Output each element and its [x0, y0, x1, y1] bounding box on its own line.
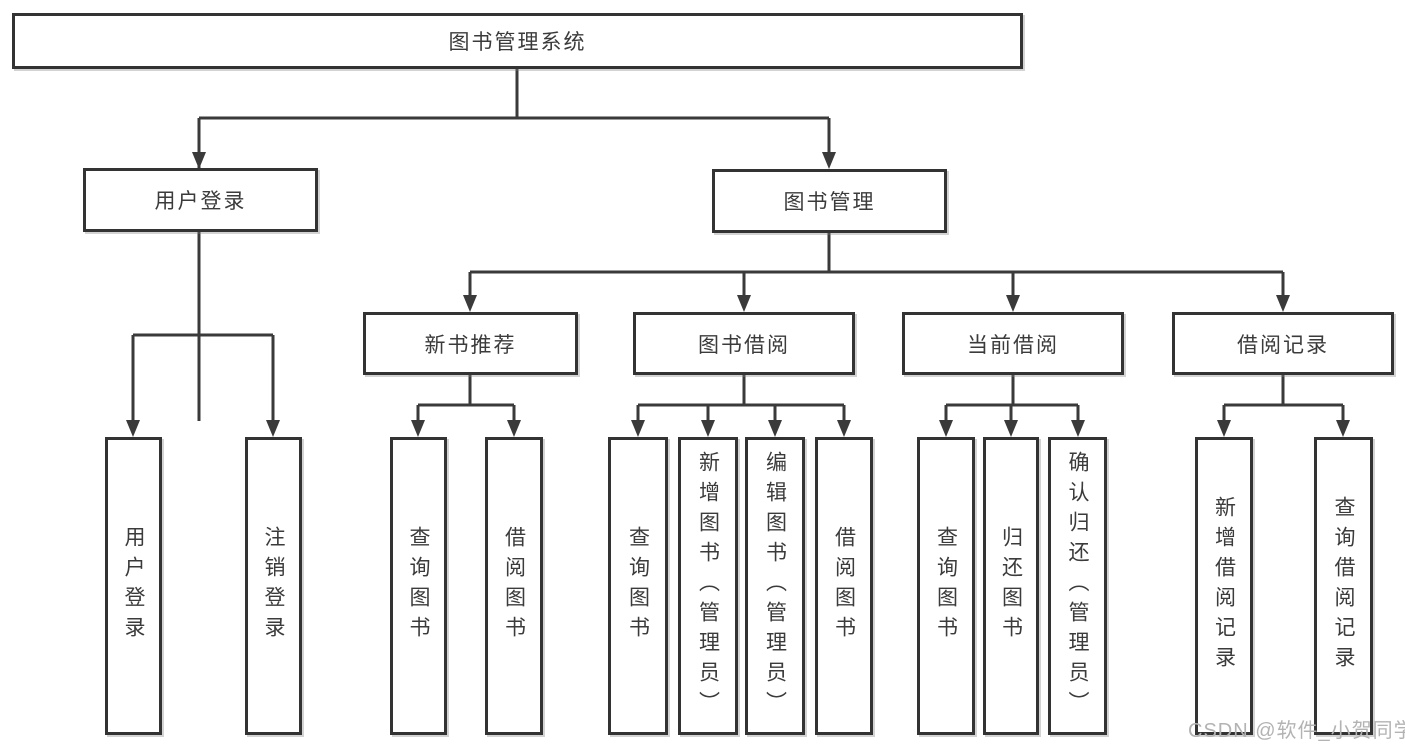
node-leaf-return-book: 归还图书: [983, 437, 1039, 735]
connector-book-mgmt-split: [468, 233, 1285, 297]
node-leaf-query-books-current: 查询图书: [917, 437, 975, 735]
connector-borrow-record-split: [1222, 375, 1345, 422]
watermark: CSDN @软件_小贺同学: [1188, 720, 1405, 742]
node-current-borrow: 当前借阅: [902, 312, 1124, 375]
node-leaf-query-books-borrow: 查询图书: [608, 437, 668, 735]
node-borrow-record: 借阅记录: [1172, 312, 1394, 375]
node-leaf-query-books-recommend: 查询图书: [390, 437, 447, 735]
node-user-login: 用户登录: [83, 168, 318, 232]
arrowhead-icons: [126, 152, 1350, 437]
node-leaf-edit-book-admin: 编辑图书（管理员）: [745, 437, 805, 735]
node-leaf-confirm-return-admin: 确认归还（管理员）: [1048, 437, 1107, 735]
node-new-book-recommend: 新书推荐: [363, 312, 578, 375]
connector-book-borrow-split: [636, 375, 846, 422]
node-book-management: 图书管理: [712, 169, 947, 233]
node-leaf-add-book-admin: 新增图书（管理员）: [678, 437, 738, 735]
node-leaf-borrow-books: 借阅图书: [815, 437, 873, 735]
node-library-management-system: 图书管理系统: [12, 13, 1023, 69]
node-leaf-user-login: 用户登录: [105, 437, 162, 735]
connector-current-borrow-split: [944, 375, 1080, 422]
connector-root-split: [197, 69, 831, 421]
node-leaf-query-borrow-record: 查询借阅记录: [1314, 437, 1373, 735]
connector-user-login-split: [131, 232, 275, 422]
node-leaf-add-borrow-record: 新增借阅记录: [1195, 437, 1253, 735]
node-book-borrow: 图书借阅: [633, 312, 855, 375]
node-leaf-borrow-books-recommend: 借阅图书: [485, 437, 543, 735]
node-leaf-logout: 注销登录: [245, 437, 302, 735]
connector-new-book-split: [416, 375, 516, 422]
